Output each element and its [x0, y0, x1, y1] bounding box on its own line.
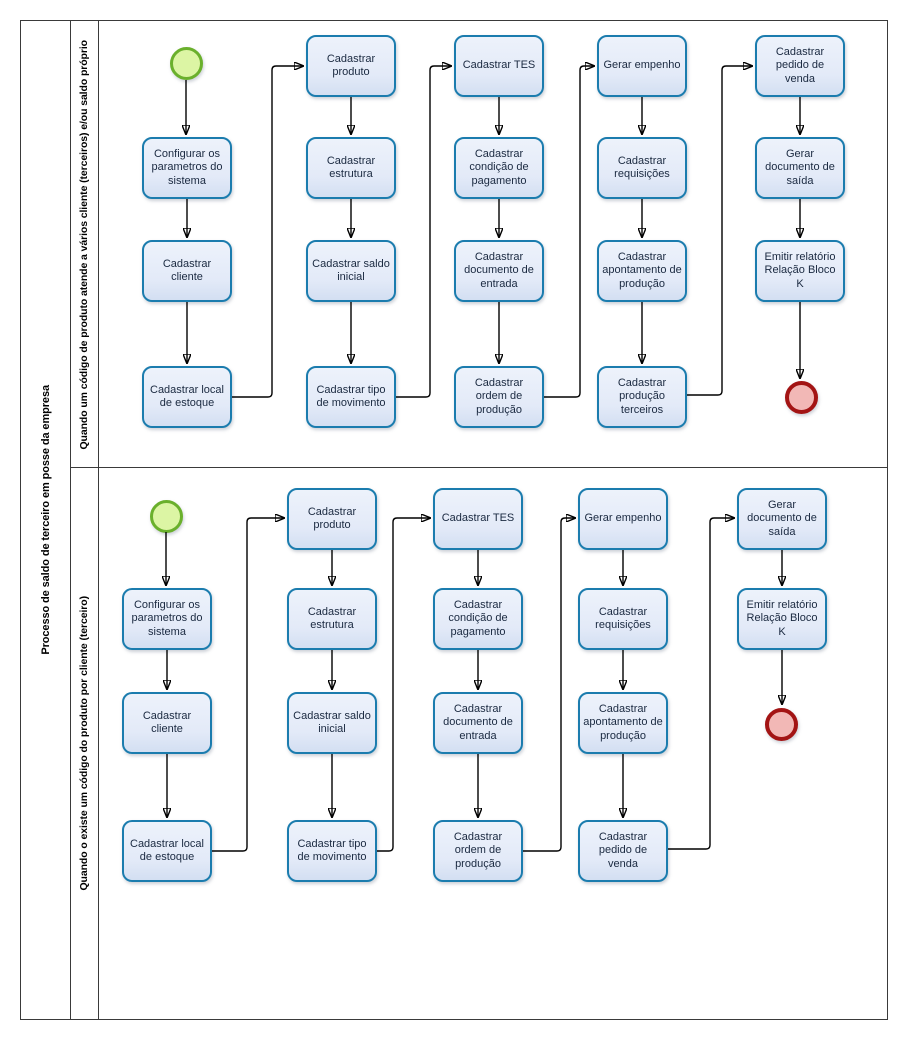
- lane1-task-cadastrar-tes[interactable]: Cadastrar TES: [454, 35, 544, 97]
- task-label: Gerar empenho: [603, 59, 681, 72]
- lane1-task-cadastrar-cliente[interactable]: Cadastrar cliente: [142, 240, 232, 302]
- lane1-task-cadastrar-tipo-movimento[interactable]: Cadastrar tipo de movimento: [306, 366, 396, 428]
- task-label: Emitir relatório Relação Bloco K: [764, 250, 836, 290]
- lane2-task-cadastrar-local-estoque[interactable]: Cadastrar local de estoque: [122, 820, 212, 882]
- task-label: Cadastrar TES: [441, 512, 515, 525]
- lane1-task-cadastrar-produto[interactable]: Cadastrar produto: [306, 35, 396, 97]
- lane1-task-cadastrar-saldo-inicial[interactable]: Cadastrar saldo inicial: [306, 240, 396, 302]
- lane1-task-cadastrar-apontamento-producao[interactable]: Cadastrar apontamento de produção: [597, 240, 687, 302]
- task-label: Cadastrar cliente: [162, 257, 212, 283]
- lane2-task-cadastrar-documento-entrada[interactable]: Cadastrar documento de entrada: [433, 692, 523, 754]
- task-label: Cadastrar saldo inicial: [312, 257, 390, 283]
- lane2-task-emitir-relatorio-bloco-k[interactable]: Emitir relatório Relação Bloco K: [737, 588, 827, 650]
- lane-2-header: Quando o existe um código do produto por…: [70, 468, 99, 1019]
- lane2-task-cadastrar-cliente[interactable]: Cadastrar cliente: [122, 692, 212, 754]
- task-label: Cadastrar TES: [462, 59, 536, 72]
- lane2-task-cadastrar-requisicoes[interactable]: Cadastrar requisições: [578, 588, 668, 650]
- task-label: Cadastrar ordem de produção: [453, 830, 503, 870]
- task-label: Emitir relatório Relação Bloco K: [746, 598, 818, 638]
- task-label: Cadastrar produto: [307, 505, 357, 531]
- lane-2-title: Quando o existe um código do produto por…: [78, 596, 90, 891]
- task-label: Gerar documento de saída: [747, 498, 817, 538]
- pool-title: Processo de saldo de terceiro em posse d…: [39, 385, 52, 655]
- lane1-task-gerar-documento-saida[interactable]: Gerar documento de saída: [755, 137, 845, 199]
- lane2-task-cadastrar-tes[interactable]: Cadastrar TES: [433, 488, 523, 550]
- lane2-task-cadastrar-estrutura[interactable]: Cadastrar estrutura: [287, 588, 377, 650]
- lane1-task-emitir-relatorio-bloco-k[interactable]: Emitir relatório Relação Bloco K: [755, 240, 845, 302]
- lane2-task-gerar-documento-saida[interactable]: Gerar documento de saída: [737, 488, 827, 550]
- task-label: Cadastrar ordem de produção: [474, 376, 524, 416]
- lane2-start-event[interactable]: [150, 500, 183, 533]
- task-label: Cadastrar condição de pagamento: [448, 598, 508, 638]
- lane2-task-cadastrar-condicao-pagamento[interactable]: Cadastrar condição de pagamento: [433, 588, 523, 650]
- lane2-task-cadastrar-pedido-venda[interactable]: Cadastrar pedido de venda: [578, 820, 668, 882]
- task-label: Gerar documento de saída: [765, 147, 835, 187]
- lane-1-title: Quando um código de produto atende a vár…: [78, 39, 90, 450]
- task-label: Cadastrar estrutura: [326, 154, 376, 180]
- task-label: Cadastrar documento de entrada: [443, 702, 513, 742]
- pool-header: Processo de saldo de terceiro em posse d…: [21, 21, 71, 1019]
- task-label: Cadastrar pedido de venda: [598, 830, 648, 870]
- lane2-task-cadastrar-tipo-movimento[interactable]: Cadastrar tipo de movimento: [287, 820, 377, 882]
- task-label: Cadastrar documento de entrada: [464, 250, 534, 290]
- lane1-task-cadastrar-requisicoes[interactable]: Cadastrar requisições: [597, 137, 687, 199]
- lane1-task-cadastrar-estrutura[interactable]: Cadastrar estrutura: [306, 137, 396, 199]
- lane1-end-event[interactable]: [785, 381, 818, 414]
- lane1-task-configurar-parametros[interactable]: Configurar os parametros do sistema: [142, 137, 232, 199]
- task-label: Configurar os parametros do sistema: [151, 147, 223, 187]
- lane1-task-cadastrar-pedido-venda[interactable]: Cadastrar pedido de venda: [755, 35, 845, 97]
- task-label: Configurar os parametros do sistema: [131, 598, 203, 638]
- lane2-task-cadastrar-apontamento-producao[interactable]: Cadastrar apontamento de produção: [578, 692, 668, 754]
- task-label: Cadastrar apontamento de produção: [583, 702, 663, 742]
- lane1-start-event[interactable]: [170, 47, 203, 80]
- task-label: Cadastrar condição de pagamento: [469, 147, 529, 187]
- task-label: Cadastrar pedido de venda: [775, 45, 825, 85]
- task-label: Cadastrar requisições: [595, 605, 651, 631]
- task-label: Cadastrar tipo de movimento: [316, 383, 386, 409]
- task-label: Cadastrar tipo de movimento: [297, 837, 367, 863]
- task-label: Cadastrar produto: [326, 52, 376, 78]
- task-label: Cadastrar local de estoque: [130, 837, 204, 863]
- task-label: Gerar empenho: [584, 512, 662, 525]
- lane2-task-configurar-parametros[interactable]: Configurar os parametros do sistema: [122, 588, 212, 650]
- lane1-task-cadastrar-local-estoque[interactable]: Cadastrar local de estoque: [142, 366, 232, 428]
- task-label: Cadastrar cliente: [142, 709, 192, 735]
- lane1-task-cadastrar-producao-terceiros[interactable]: Cadastrar produção terceiros: [597, 366, 687, 428]
- lane2-task-gerar-empenho[interactable]: Gerar empenho: [578, 488, 668, 550]
- lane1-task-cadastrar-ordem-producao[interactable]: Cadastrar ordem de produção: [454, 366, 544, 428]
- lane1-task-gerar-empenho[interactable]: Gerar empenho: [597, 35, 687, 97]
- task-label: Cadastrar requisições: [614, 154, 670, 180]
- lane-divider: [70, 467, 887, 469]
- task-label: Cadastrar apontamento de produção: [602, 250, 682, 290]
- task-label: Cadastrar estrutura: [307, 605, 357, 631]
- lane1-task-cadastrar-documento-entrada[interactable]: Cadastrar documento de entrada: [454, 240, 544, 302]
- task-label: Cadastrar saldo inicial: [293, 709, 371, 735]
- lane1-task-cadastrar-condicao-pagamento[interactable]: Cadastrar condição de pagamento: [454, 137, 544, 199]
- lane2-task-cadastrar-saldo-inicial[interactable]: Cadastrar saldo inicial: [287, 692, 377, 754]
- lane-1-header: Quando um código de produto atende a vár…: [70, 21, 99, 468]
- task-label: Cadastrar local de estoque: [150, 383, 224, 409]
- task-label: Cadastrar produção terceiros: [617, 376, 667, 416]
- lane2-task-cadastrar-ordem-producao[interactable]: Cadastrar ordem de produção: [433, 820, 523, 882]
- lane2-end-event[interactable]: [765, 708, 798, 741]
- lane2-task-cadastrar-produto[interactable]: Cadastrar produto: [287, 488, 377, 550]
